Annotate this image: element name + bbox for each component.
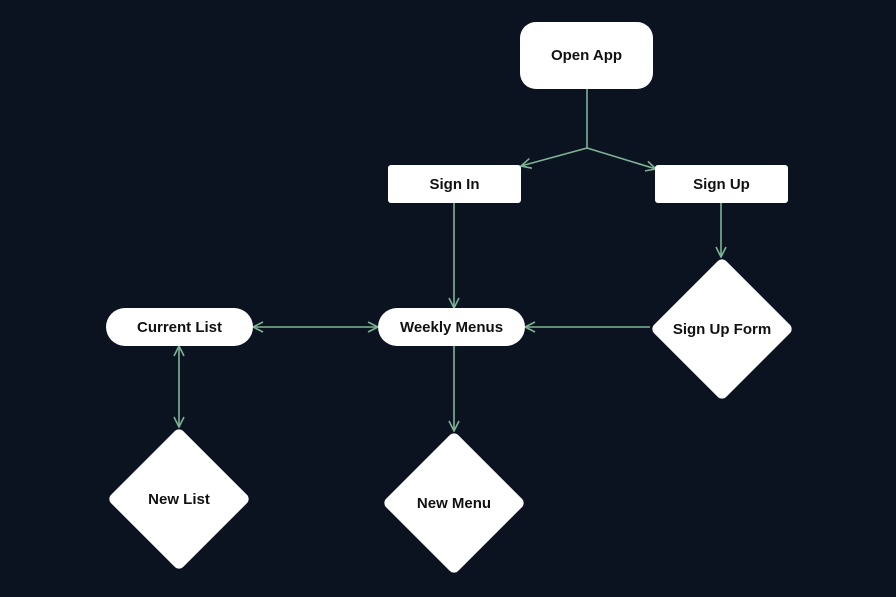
node-open-app: Open App xyxy=(520,22,653,89)
node-sign-up-form: Sign Up Form xyxy=(649,256,795,402)
node-sign-in: Sign In xyxy=(388,165,521,203)
node-weekly-menus-label: Weekly Menus xyxy=(399,318,504,336)
node-new-list: New List xyxy=(106,426,252,572)
node-current-list: Current List xyxy=(106,308,253,346)
node-open-app-label: Open App xyxy=(550,47,623,64)
node-new-menu-label: New Menu xyxy=(416,494,492,512)
node-sign-up-label: Sign Up xyxy=(693,175,750,193)
node-weekly-menus: Weekly Menus xyxy=(378,308,525,346)
node-sign-in-label: Sign In xyxy=(429,175,480,193)
node-sign-up-form-label: Sign Up Form xyxy=(672,320,772,338)
node-new-menu: New Menu xyxy=(381,430,527,576)
node-new-list-label: New List xyxy=(148,490,210,508)
node-current-list-label: Current List xyxy=(136,318,222,336)
node-sign-up: Sign Up xyxy=(655,165,788,203)
connector-to-sign-in xyxy=(521,147,588,166)
connector-to-sign-up xyxy=(586,147,656,169)
